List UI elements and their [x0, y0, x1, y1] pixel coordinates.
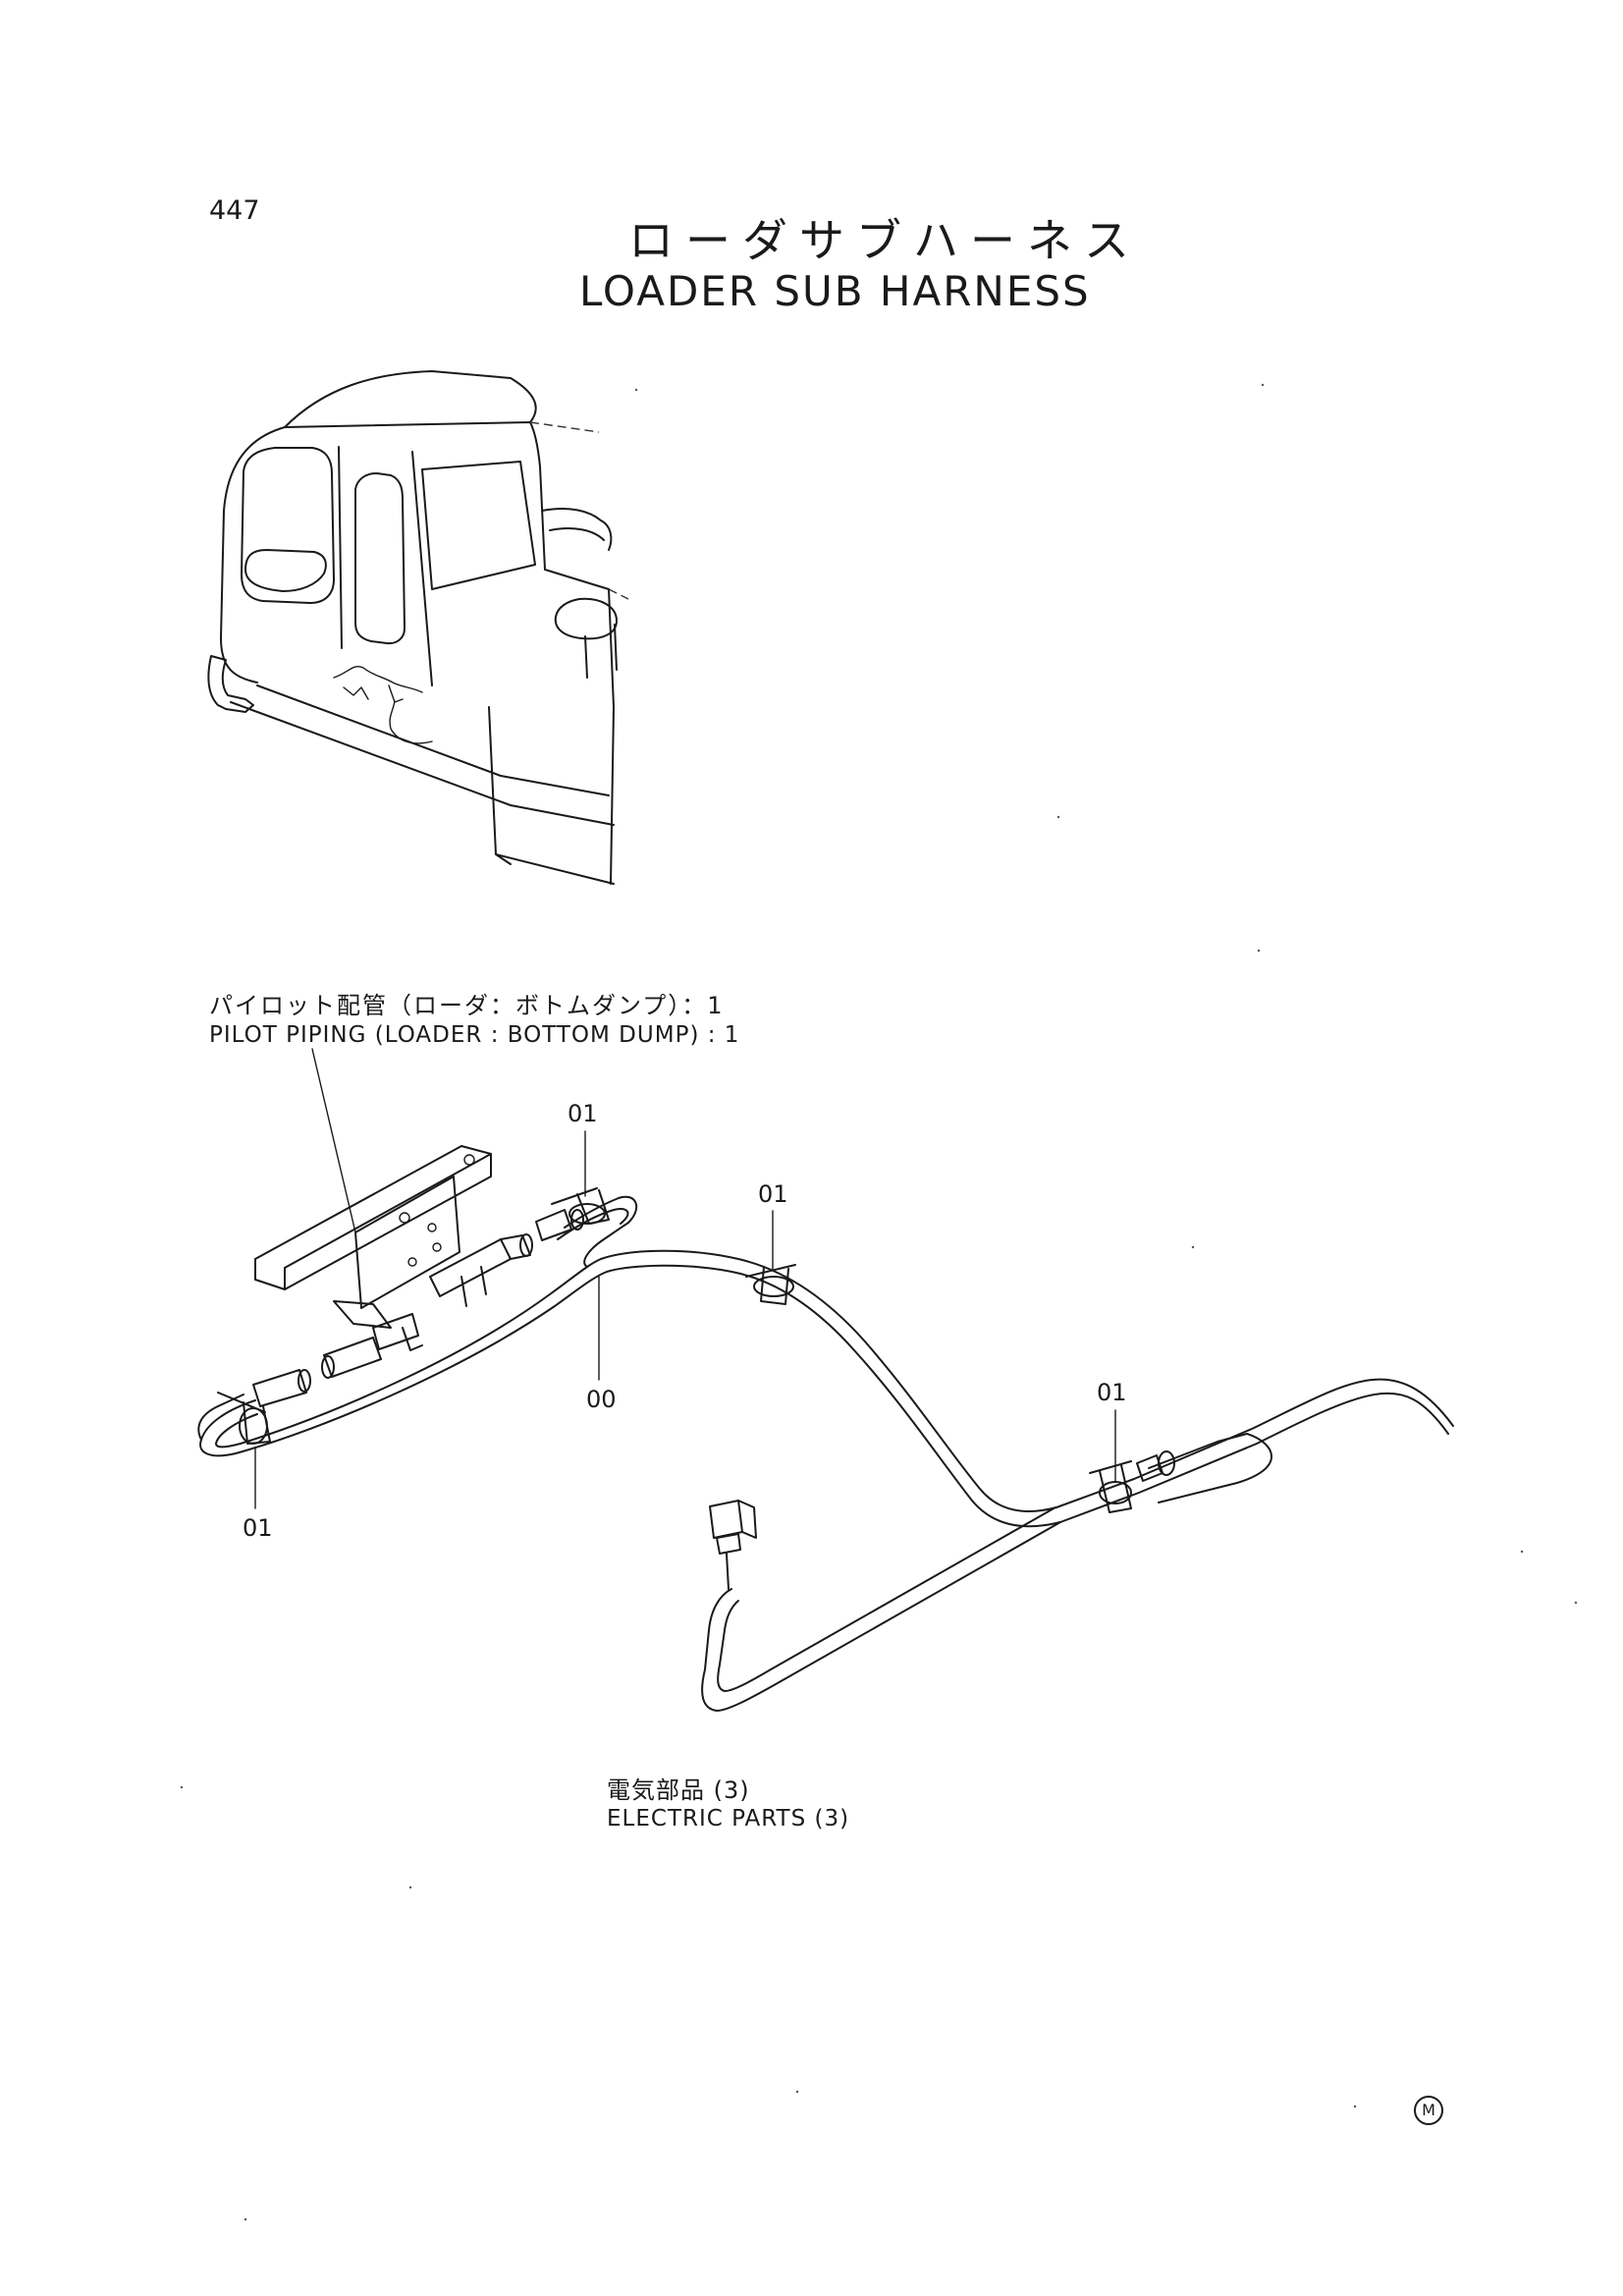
- clamp-upper: [551, 1187, 610, 1225]
- scan-specks: [180, 383, 1578, 2221]
- callout-clamp-upper: 01: [568, 1100, 598, 1127]
- pilot-piping-label-japanese: パイロット配管（ローダ：ボトムダンプ）：1: [209, 992, 725, 1019]
- title-japanese: ローダサブハーネス: [628, 214, 1141, 267]
- electric-parts-label-english: ELECTRIC PARTS (3): [607, 1806, 850, 1831]
- page-number: 447: [209, 195, 260, 226]
- clamp-left: [217, 1392, 271, 1445]
- callout-harness: 00: [586, 1386, 617, 1413]
- excavator-cab-illustration: [207, 370, 629, 885]
- pilot-piping-leader-line: [311, 1048, 356, 1233]
- clamp-middle: [745, 1264, 796, 1305]
- title-english: LOADER SUB HARNESS: [579, 267, 1091, 315]
- circled-m-mark: M: [1414, 2096, 1443, 2125]
- pilot-piping-label-english: PILOT PIPING (LOADER : BOTTOM DUMP) : 1: [209, 1022, 740, 1048]
- harness-hose: [197, 1195, 1454, 1712]
- clamp-right: [1089, 1450, 1175, 1513]
- electric-connector: [709, 1500, 757, 1590]
- electric-parts-label-japanese: 電気部品 (3): [607, 1777, 750, 1804]
- callout-leaders: [254, 1130, 1116, 1509]
- callout-clamp-left: 01: [243, 1514, 273, 1542]
- callout-clamp-right: 01: [1097, 1379, 1127, 1406]
- callout-clamp-middle: 01: [758, 1180, 788, 1208]
- pilot-piping-assembly: [252, 1145, 584, 1407]
